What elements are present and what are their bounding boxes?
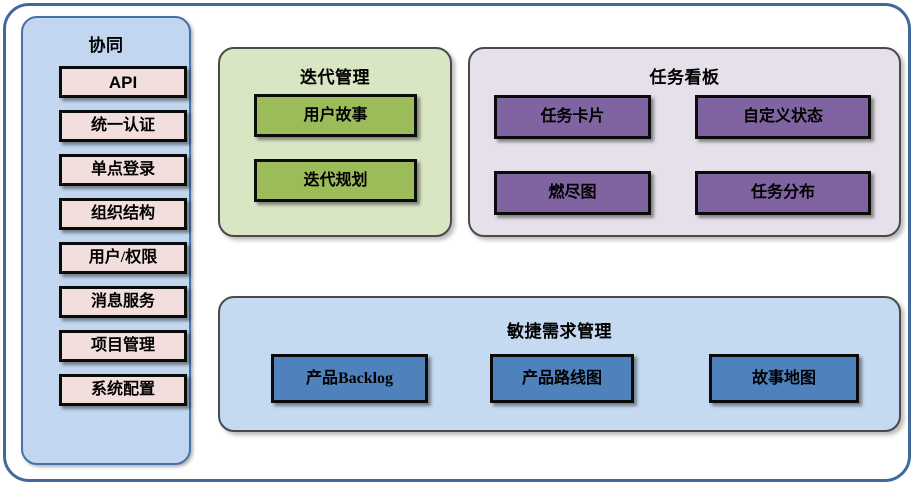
sidebar-item-org-structure[interactable]: 组织结构 (59, 198, 187, 230)
node-task-card[interactable]: 任务卡片 (494, 95, 651, 139)
node-custom-status[interactable]: 自定义状态 (695, 95, 871, 139)
panel-collaboration-sidebar[interactable]: 协同 API 统一认证 单点登录 组织结构 用户/权限 消息服务 项目管理 系统… (21, 16, 191, 465)
sidebar-item-system-config[interactable]: 系统配置 (59, 374, 187, 406)
taskboard-panel-title: 任务看板 (649, 68, 720, 87)
node-product-backlog[interactable]: 产品Backlog (271, 354, 428, 403)
sidebar-item-api[interactable]: API (59, 66, 187, 98)
sidebar-item-user-permission[interactable]: 用户/权限 (59, 242, 187, 274)
requirements-panel-title: 敏捷需求管理 (507, 322, 612, 341)
sidebar-item-message-service[interactable]: 消息服务 (59, 286, 187, 318)
iteration-panel-title: 迭代管理 (300, 68, 370, 87)
node-product-roadmap[interactable]: 产品路线图 (490, 354, 634, 403)
panel-agile-requirements[interactable]: 敏捷需求管理 产品Backlog 产品路线图 故事地图 (218, 296, 901, 432)
panel-task-board[interactable]: 任务看板 任务卡片 自定义状态 燃尽图 任务分布 (468, 47, 901, 237)
node-user-story[interactable]: 用户故事 (254, 94, 417, 137)
sidebar-item-single-sign-on[interactable]: 单点登录 (59, 154, 187, 186)
node-task-distribution[interactable]: 任务分布 (695, 171, 871, 215)
sidebar-item-project-management[interactable]: 项目管理 (59, 330, 187, 362)
node-story-map[interactable]: 故事地图 (709, 354, 859, 403)
panel-iteration-management[interactable]: 迭代管理 用户故事 迭代规划 (218, 47, 452, 237)
sidebar-title: 协同 (88, 36, 124, 55)
node-burndown-chart[interactable]: 燃尽图 (494, 171, 651, 215)
node-iteration-planning[interactable]: 迭代规划 (254, 159, 417, 202)
sidebar-item-unified-auth[interactable]: 统一认证 (59, 110, 187, 142)
